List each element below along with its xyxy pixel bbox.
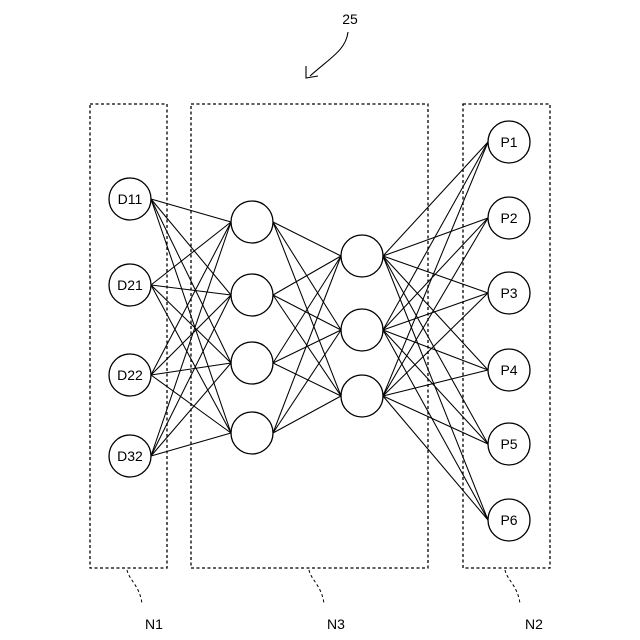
region-n1-leader [127, 570, 142, 604]
output-node-label: P4 [500, 362, 517, 378]
connection-edge [273, 256, 341, 295]
output-layer: P1 P2 P3 P4 P5 P6 [488, 121, 530, 541]
hidden-node [341, 375, 383, 417]
connection-edge [383, 142, 488, 256]
connection-edge [273, 363, 341, 396]
connection-edge [383, 256, 488, 520]
input-node-d22: D22 [109, 354, 151, 396]
region-n3-box [191, 104, 428, 568]
connection-edge [383, 218, 488, 396]
hidden-node [341, 309, 383, 351]
input-node-label: D32 [117, 448, 143, 464]
region-n2-label: N2 [525, 616, 543, 632]
output-node-p2: P2 [488, 197, 530, 239]
input-node-label: D22 [117, 367, 143, 383]
input-node-label: D21 [117, 277, 143, 293]
reference-arrow [306, 32, 348, 78]
connection-edge [383, 142, 488, 396]
output-node-p1: P1 [488, 121, 530, 163]
region-n1-label: N1 [145, 616, 163, 632]
connection-edge [383, 370, 488, 396]
output-node-p5: P5 [488, 423, 530, 465]
connection-edge [383, 142, 488, 330]
hidden-layer-2 [341, 235, 383, 417]
output-node-label: P3 [500, 285, 517, 301]
connection-edge [273, 295, 341, 330]
connection-edges [151, 142, 488, 520]
output-node-p4: P4 [488, 349, 530, 391]
hidden-node [231, 274, 273, 316]
reference-numeral: 25 [342, 11, 358, 27]
input-node-label: D11 [118, 191, 143, 207]
region-n3-label: N3 [327, 616, 345, 632]
region-n2-leader [505, 570, 520, 604]
input-node-d32: D32 [109, 435, 151, 477]
hidden-node [231, 201, 273, 243]
output-node-label: P6 [500, 512, 517, 528]
hidden-node [231, 412, 273, 454]
connection-edge [383, 396, 488, 444]
hidden-node [231, 342, 273, 384]
input-node-d21: D21 [109, 264, 151, 306]
connection-edge [151, 222, 231, 285]
output-node-label: P1 [500, 134, 517, 150]
connection-edge [383, 293, 488, 330]
input-node-d11: D11 [109, 178, 151, 220]
output-node-p6: P6 [488, 499, 530, 541]
output-node-label: P5 [500, 436, 517, 452]
input-layer: D11 D21 D22 D32 [109, 178, 151, 477]
region-n3-leader [309, 570, 324, 604]
hidden-layer-1 [231, 201, 273, 454]
connection-edge [383, 330, 488, 444]
connection-edge [273, 396, 341, 433]
output-node-p3: P3 [488, 272, 530, 314]
connection-edge [383, 396, 488, 520]
connection-edge [383, 293, 488, 396]
connection-edge [383, 330, 488, 370]
output-node-label: P2 [500, 210, 517, 226]
hidden-node [341, 235, 383, 277]
region-n1-box [90, 104, 167, 568]
